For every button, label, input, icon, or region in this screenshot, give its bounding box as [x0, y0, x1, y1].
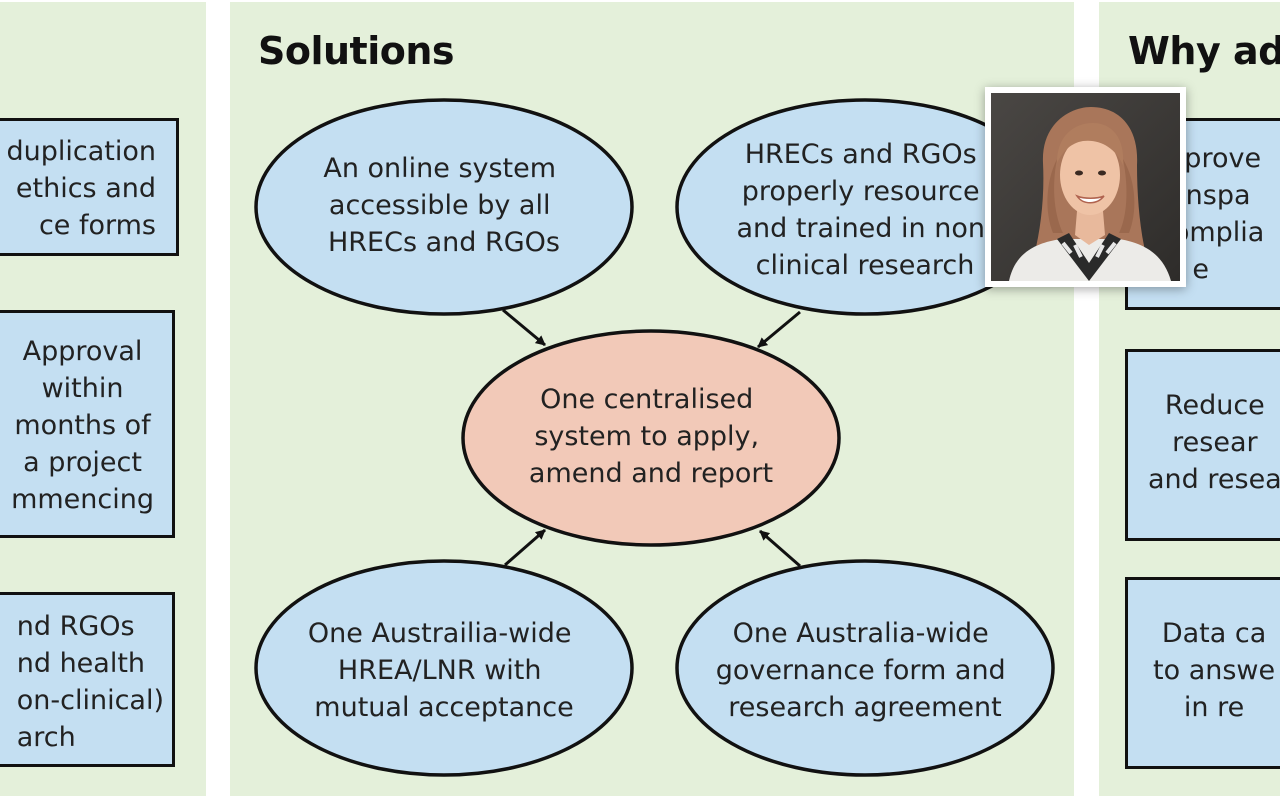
node-online-system: An online system accessible by all HRECs…: [254, 98, 634, 316]
arrow-top-right-to-center: [757, 310, 801, 349]
svg-text:One centralised system t: One centralised system to apply, amend a…: [529, 384, 773, 489]
node-text-line: HREA/LNR with: [338, 655, 542, 686]
node-text-line: mutual acceptance: [314, 692, 573, 723]
arrow-top-left-to-center: [502, 308, 546, 347]
node-text-line: properly resource: [742, 176, 980, 207]
problem-box-text: nd RGOs nd health on-clinical) arch: [16, 611, 164, 753]
author-photo: [985, 87, 1186, 287]
node-governance-form: One Australia-wide governance form and r…: [675, 559, 1055, 777]
node-text-line: HRECs and RGOs: [745, 139, 977, 170]
benefit-box-text: Data ca to answe in re: [1153, 618, 1276, 723]
arrow-bottom-left-to-center: [504, 528, 546, 567]
node-text-line: system to apply,: [534, 421, 759, 452]
problem-box-approval: Approval within months of a project mmen…: [0, 310, 175, 538]
arrow-bottom-right-to-center: [759, 529, 801, 568]
benefit-box-data: Data ca to answe in re: [1125, 577, 1280, 769]
svg-text:An online system accessi: An online system accessible by all HRECs…: [323, 153, 564, 258]
problem-box-duplication: duplication ethics and ce forms: [0, 118, 179, 256]
portrait-image: [991, 93, 1180, 281]
benefit-box-reduce: Reduce resear and resea: [1125, 349, 1280, 541]
problem-box-text: Approval within months of a project mmen…: [11, 336, 154, 515]
node-text-line: accessible by all: [329, 190, 551, 221]
node-resourced-hrecs: HRECs and RGOs properly resource and tra…: [675, 98, 1055, 316]
node-text-line: One centralised: [540, 384, 753, 415]
node-centralised-system: One centralised system to apply, amend a…: [461, 329, 841, 547]
node-text-line: governance form and: [716, 655, 1006, 686]
svg-text:One Australia-wide gover: One Australia-wide governance form and r…: [716, 618, 1015, 723]
node-text-line: An online system: [323, 153, 556, 184]
node-text-line: clinical research: [756, 250, 975, 281]
problem-box-text: duplication ethics and ce forms: [6, 136, 156, 241]
node-hrea-lnr: One Austrailia-wide HREA/LNR with mutual…: [254, 559, 634, 777]
node-text-line: One Austrailia-wide: [308, 618, 572, 649]
node-text-line: HRECs and RGOs: [328, 227, 560, 258]
solutions-heading: Solutions: [258, 29, 455, 73]
svg-text:HRECs and RGOs properly: HRECs and RGOs properly resource and tra…: [736, 139, 993, 281]
node-text-line: and trained in non: [736, 213, 985, 244]
svg-text:One Austrailia-wide HREA: One Austrailia-wide HREA/LNR with mutual…: [308, 618, 580, 723]
node-text-line: One Australia-wide: [733, 618, 989, 649]
benefit-box-text: Reduce resear and resea: [1148, 390, 1280, 495]
node-text-line: amend and report: [529, 458, 773, 489]
why-heading: Why ad: [1128, 29, 1280, 73]
problem-box-rgos: nd RGOs nd health on-clinical) arch: [0, 592, 175, 767]
node-text-line: research agreement: [728, 692, 1001, 723]
